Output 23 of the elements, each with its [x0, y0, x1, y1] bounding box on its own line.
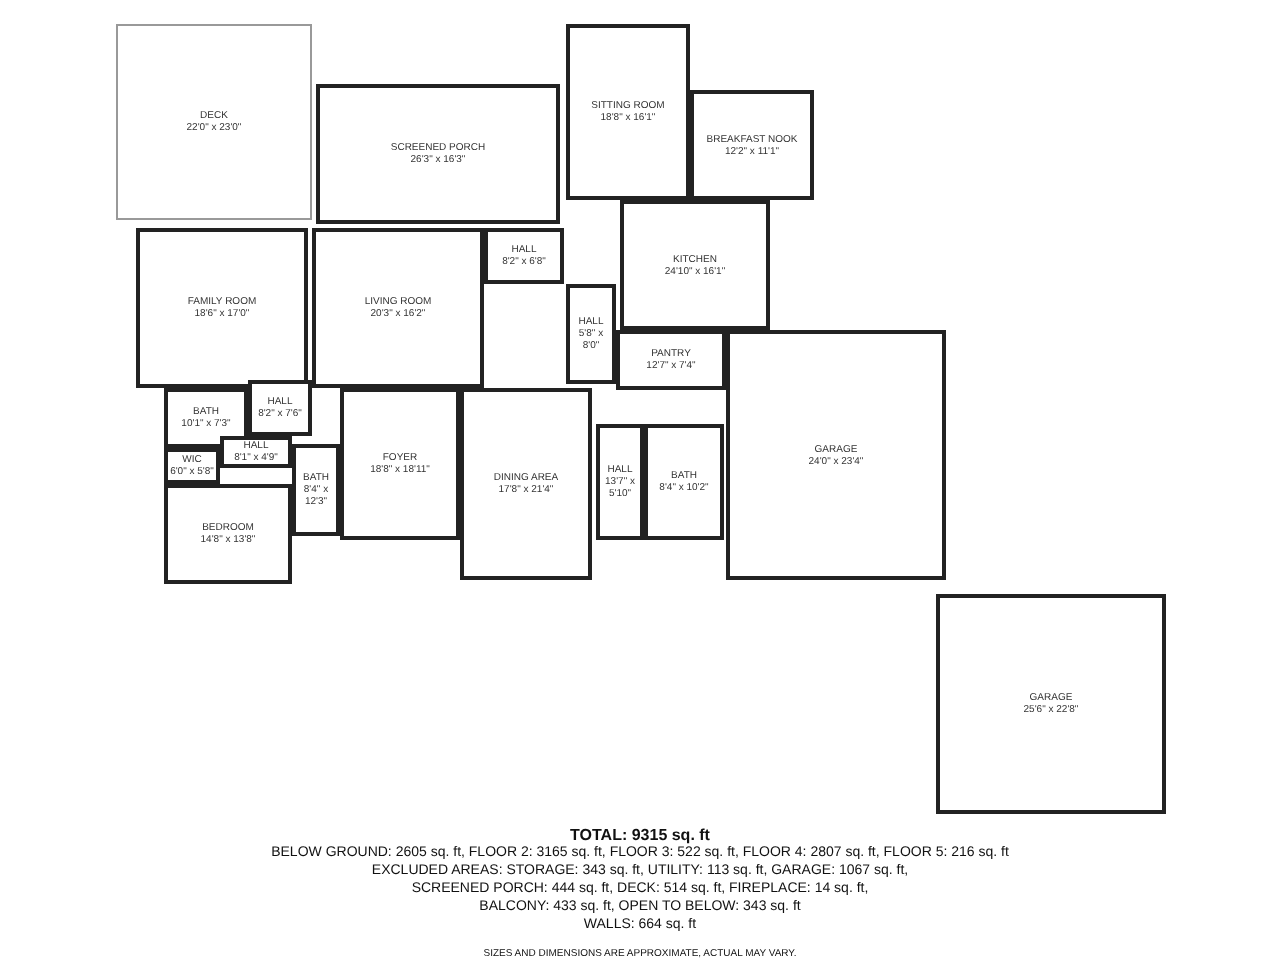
room-outline — [164, 484, 292, 584]
room-outline — [292, 444, 340, 536]
room-outline — [316, 84, 560, 224]
room-outline — [726, 330, 946, 580]
room-outline — [220, 436, 292, 468]
room-outline — [620, 200, 770, 330]
total-area-heading: TOTAL: 9315 sq. ft — [570, 826, 710, 844]
room-outline — [644, 424, 724, 540]
room-outline — [164, 388, 248, 448]
room-outline — [136, 228, 308, 388]
room-outline — [312, 228, 484, 388]
room-outline — [340, 388, 460, 540]
room-outline — [484, 228, 564, 284]
room-outline — [460, 388, 592, 580]
room-outline — [616, 330, 726, 390]
room-outline — [936, 594, 1166, 814]
room-outline — [164, 448, 220, 484]
room-outline — [690, 90, 814, 200]
room-outline — [566, 24, 690, 200]
room-outline — [116, 24, 312, 220]
room-outline — [566, 284, 616, 384]
room-outline — [596, 424, 644, 540]
room-outline — [248, 380, 312, 436]
